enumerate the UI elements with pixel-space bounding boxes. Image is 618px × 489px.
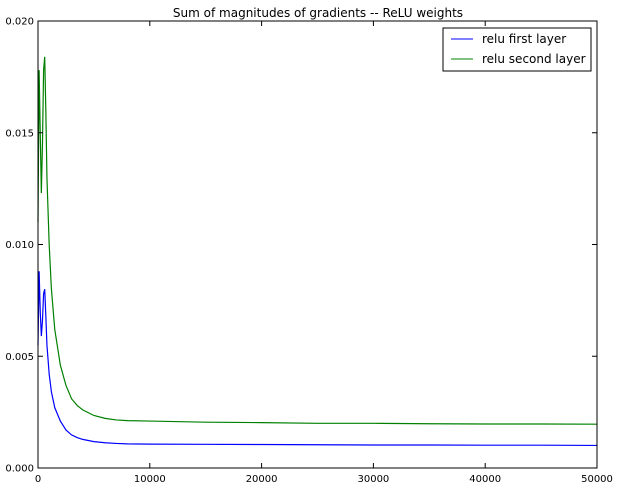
- y-tick-label: 0.015: [5, 128, 34, 139]
- y-tick-label: 0.010: [5, 240, 34, 251]
- legend: relu first layer relu second layer: [442, 27, 592, 72]
- y-tick-label: 0.005: [5, 352, 34, 363]
- legend-label-relu-second-layer: relu second layer: [482, 52, 586, 66]
- x-tick-label: 30000: [357, 474, 389, 485]
- series-line-relu-first-layer: [37, 271, 598, 447]
- x-tick-label: 10000: [134, 474, 166, 485]
- y-tick-label: 0.000: [5, 464, 34, 475]
- x-tick-label: 40000: [469, 474, 501, 485]
- axis-ticks: 0 10000 20000 30000 40000 50000 0.000 0.005 0.01…: [5, 17, 613, 486]
- legend-box: [442, 27, 592, 72]
- y-tick-label: 0.020: [5, 17, 34, 28]
- x-tick-label: 0: [35, 474, 41, 485]
- x-tick-label: 50000: [581, 474, 613, 485]
- x-tick-label: 20000: [246, 474, 278, 485]
- series-line-relu-second-layer: [37, 56, 598, 425]
- legend-label-relu-first-layer: relu first layer: [482, 32, 566, 46]
- chart-title: Sum of magnitudes of gradients -- ReLU w…: [173, 6, 463, 20]
- series-layer: [37, 56, 598, 447]
